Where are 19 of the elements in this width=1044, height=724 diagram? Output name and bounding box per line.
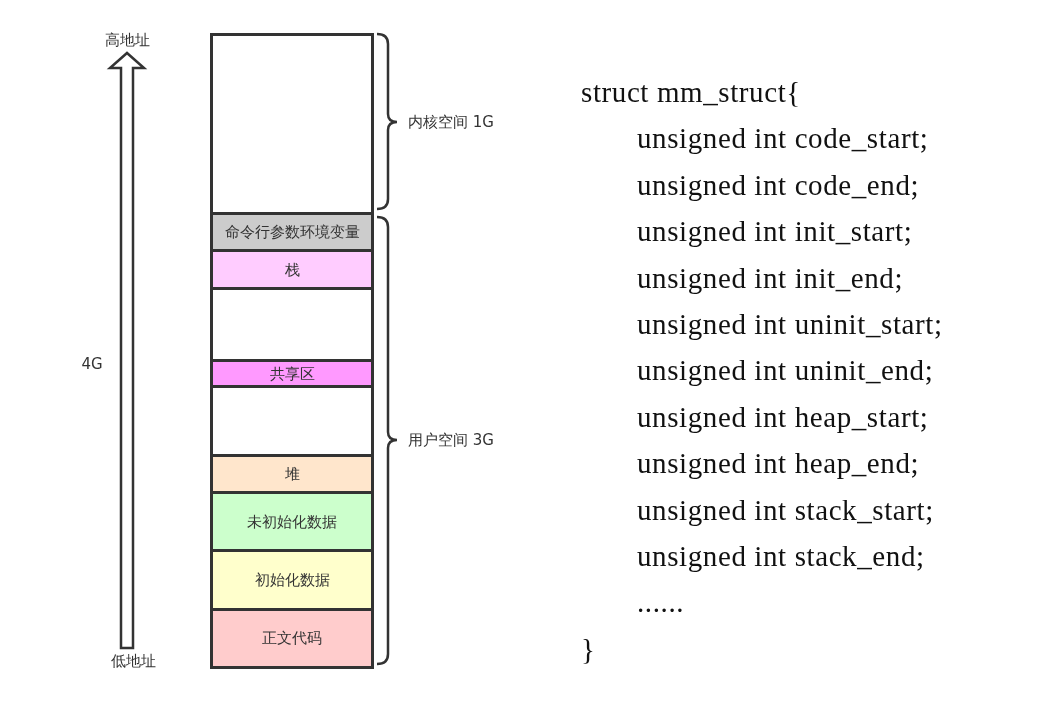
axis-label: 高地址 [104,30,150,50]
axis-label: 4G [81,355,103,373]
memory-segment: 正文代码 [210,608,374,669]
code-line: ...... [637,585,685,619]
code-line: unsigned int code_start; [637,121,929,155]
code-line: unsigned int stack_start; [637,493,934,527]
code-line: struct mm_struct{ [581,75,801,109]
code-line: unsigned int uninit_start; [637,307,943,341]
code-line: unsigned int stack_end; [637,539,925,573]
bracket-label: 用户空间 3G [408,430,494,450]
code-line: unsigned int heap_start; [637,400,929,434]
code-line: unsigned int init_end; [637,261,904,295]
code-line: unsigned int code_end; [637,168,920,202]
code-line: } [581,632,596,666]
code-line: unsigned int init_start; [637,214,913,248]
code-line: unsigned int uninit_end; [637,353,934,387]
axis-label: 低地址 [110,651,156,671]
code-line: unsigned int heap_end; [637,446,920,480]
bracket-label: 内核空间 1G [408,112,494,132]
